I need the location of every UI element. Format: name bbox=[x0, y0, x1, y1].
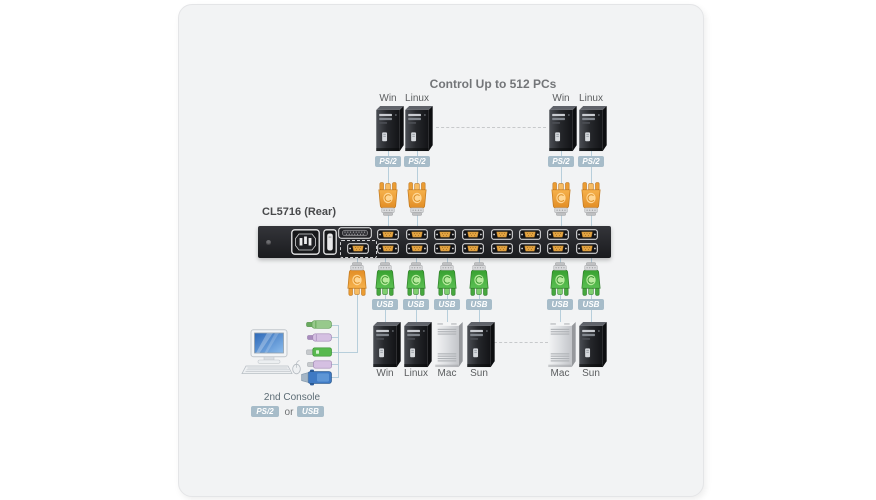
keyboard-icon bbox=[241, 365, 293, 374]
computer-tower-icon bbox=[575, 321, 609, 368]
console-usb-badge: USB bbox=[297, 406, 324, 417]
continuation-dashed-line bbox=[494, 342, 548, 343]
vga-port-icon bbox=[406, 229, 428, 240]
computer-label: Linux bbox=[404, 368, 428, 379]
device-label: CL5716 (Rear) bbox=[262, 206, 336, 218]
computer-tower-icon bbox=[544, 321, 578, 368]
kvm-switch-rear bbox=[258, 226, 611, 258]
console-line bbox=[331, 364, 339, 365]
usb-green-connector-icon bbox=[580, 261, 602, 296]
diagram-title: Control Up to 512 PCs bbox=[429, 77, 557, 91]
sphd-orange-connector-icon bbox=[377, 182, 399, 217]
vga-port-icon bbox=[377, 243, 399, 254]
vga-port-icon bbox=[434, 229, 456, 240]
sphd-orange-connector-icon bbox=[550, 182, 572, 217]
computer-tower-icon bbox=[463, 321, 497, 368]
vga-connector-icon bbox=[301, 369, 332, 386]
computer-label: Sun bbox=[582, 368, 600, 379]
continuation-dashed-line bbox=[436, 127, 546, 128]
sphd-orange-connector-icon bbox=[406, 182, 428, 217]
computer-tower-icon bbox=[401, 105, 435, 152]
usb-badge: USB bbox=[466, 299, 492, 310]
ps2-badge: PS/2 bbox=[404, 156, 430, 167]
sphd-orange-connector-icon bbox=[346, 261, 368, 296]
sphd-orange-connector-icon bbox=[580, 182, 602, 217]
vga-port-icon bbox=[491, 229, 513, 240]
daisy-chain-line bbox=[357, 258, 358, 353]
vga-port-icon bbox=[519, 243, 541, 254]
monitor-icon bbox=[250, 329, 288, 364]
computer-label: Mac bbox=[550, 368, 570, 379]
db25-port-icon bbox=[338, 227, 372, 239]
computer-tower-icon bbox=[369, 321, 403, 368]
computer-label: Linux bbox=[579, 93, 603, 104]
daisy-chain-port bbox=[340, 240, 377, 258]
vga-port-icon bbox=[576, 229, 598, 240]
console-ps2-badge: PS/2 bbox=[251, 406, 279, 417]
screw-icon bbox=[266, 240, 271, 245]
usb-badge: USB bbox=[403, 299, 429, 310]
vga-port-icon bbox=[434, 243, 456, 254]
vga-port-icon bbox=[406, 243, 428, 254]
console-label: 2nd Console bbox=[263, 392, 321, 403]
console-bus-line bbox=[338, 325, 339, 378]
computer-tower-icon bbox=[545, 105, 579, 152]
console-or-text: or bbox=[284, 407, 294, 418]
vga-port-icon bbox=[519, 229, 541, 240]
computer-label: Sun bbox=[470, 368, 488, 379]
usb-badge: USB bbox=[434, 299, 460, 310]
usb-badge: USB bbox=[547, 299, 573, 310]
console-line bbox=[331, 337, 339, 338]
computer-label: Win bbox=[379, 93, 397, 104]
usb-connector-icon bbox=[307, 360, 332, 369]
usb-badge: USB bbox=[372, 299, 398, 310]
power-socket-icon bbox=[291, 229, 320, 255]
vga-port-icon bbox=[462, 243, 484, 254]
usb-badge: USB bbox=[578, 299, 604, 310]
ps2-badge: PS/2 bbox=[548, 156, 574, 167]
computer-label: Win bbox=[552, 93, 570, 104]
vga-port-icon bbox=[347, 243, 369, 254]
vga-port-icon bbox=[462, 229, 484, 240]
ps2-keyboard-connector-icon bbox=[306, 320, 332, 329]
vga-port-icon bbox=[547, 243, 569, 254]
vga-port-icon bbox=[491, 243, 513, 254]
mouse-icon bbox=[292, 360, 301, 375]
usb-green-connector-icon bbox=[436, 261, 458, 296]
computer-tower-icon bbox=[431, 321, 465, 368]
ps2-badge: PS/2 bbox=[578, 156, 604, 167]
computer-label: Mac bbox=[437, 368, 457, 379]
usb-connector-icon bbox=[306, 347, 332, 357]
computer-tower-icon bbox=[400, 321, 434, 368]
vga-port-icon bbox=[377, 229, 399, 240]
vga-port-icon bbox=[576, 243, 598, 254]
usb-green-connector-icon bbox=[549, 261, 571, 296]
ps2-mouse-connector-icon bbox=[307, 333, 332, 342]
vga-port-icon bbox=[547, 229, 569, 240]
computer-label: Linux bbox=[405, 93, 429, 104]
computer-tower-icon bbox=[575, 105, 609, 152]
usb-green-connector-icon bbox=[405, 261, 427, 296]
computer-label: Win bbox=[376, 368, 394, 379]
power-switch-icon bbox=[323, 229, 337, 255]
console-workstation bbox=[241, 329, 301, 375]
ps2-badge: PS/2 bbox=[375, 156, 401, 167]
console-line bbox=[331, 352, 358, 353]
console-line bbox=[331, 377, 339, 378]
console-line bbox=[331, 325, 339, 326]
usb-green-connector-icon bbox=[374, 261, 396, 296]
usb-green-connector-icon bbox=[468, 261, 490, 296]
